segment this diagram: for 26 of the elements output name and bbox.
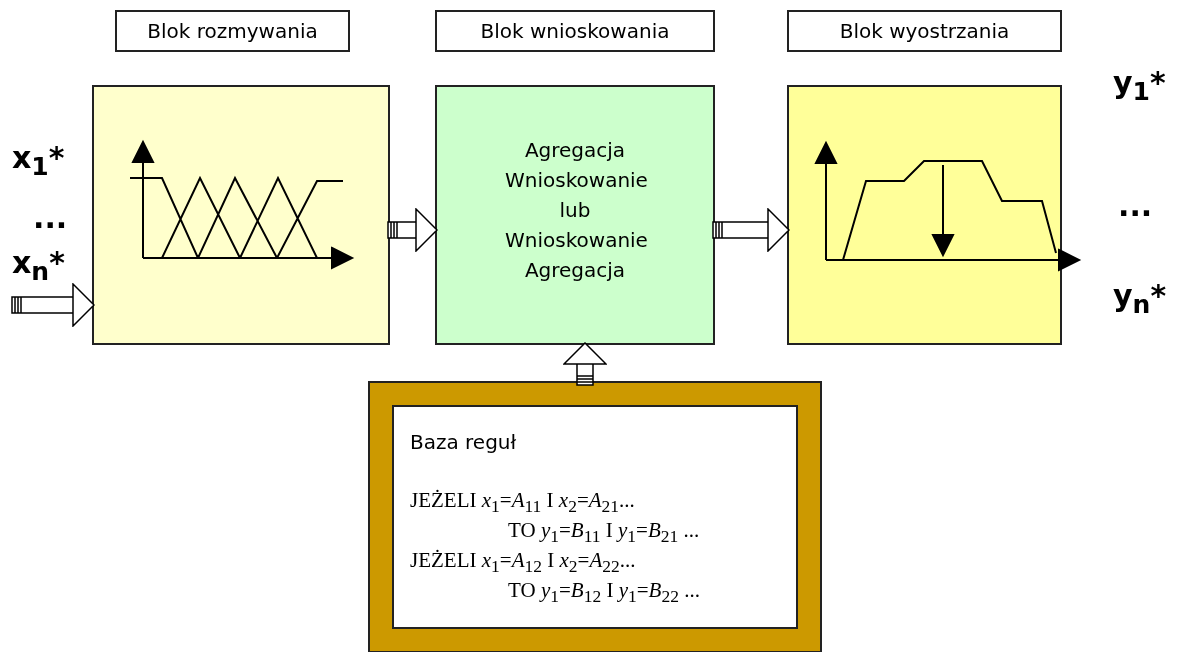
block-title: Blok wnioskowania [480, 19, 670, 43]
block-arrow [11, 283, 95, 327]
rule-base-frame [370, 383, 820, 651]
inference-text: Agregacja Wnioskowanie lub Wnioskowanie Agregacja [505, 137, 645, 284]
title-box [435, 10, 715, 52]
input-label: x$_{1}$* [12, 140, 65, 181]
title-box [115, 10, 350, 52]
title-box [787, 10, 1062, 52]
defuzzification-block [787, 85, 1062, 345]
block-arrow [387, 208, 438, 252]
fuzzification-block [92, 85, 390, 345]
output-label: y$_{n}$* [1113, 278, 1167, 319]
ellipsis: ... [33, 200, 68, 235]
rule-base-title: Baza reguł [410, 430, 517, 454]
rule-text: JEŻELI x$_{1}$=A$_{11}$ I x$_{2}$=A$_{21}$... [410, 488, 635, 518]
block-arrow [712, 208, 790, 252]
rule-text: JEŻELI x$_{1}$=A$_{12}$ I x$_{2}$=A$_{22}$... [410, 548, 636, 578]
block-title: Blok wyostrzania [839, 19, 1010, 43]
output-label: y$_{1}$* [1113, 65, 1166, 106]
block-arrow [563, 342, 607, 386]
block-title: Blok rozmywania [147, 19, 318, 43]
inference-block [435, 85, 715, 345]
rule-text: TO y$_{1}$=B$_{11}$ I y$_{1}$=B$_{21}$ ... [508, 518, 700, 548]
ellipsis: ... [1118, 188, 1153, 223]
input-label: x$_{n}$* [12, 245, 65, 286]
rule-text: TO y$_{1}$=B$_{12}$ I y$_{1}$=B$_{22}$ ... [508, 578, 700, 608]
